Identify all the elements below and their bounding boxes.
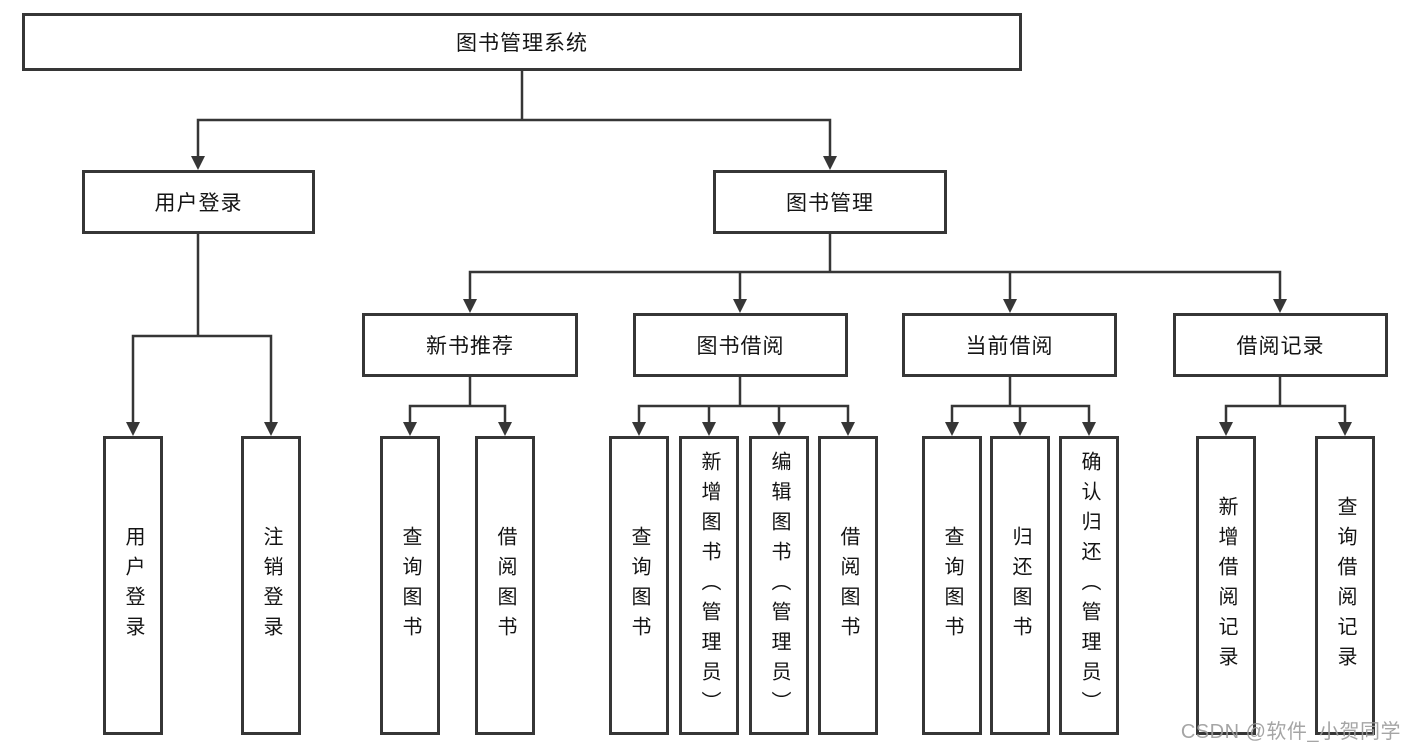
leaf-label: 用户登录 bbox=[122, 525, 144, 646]
node-borrow-records: 借阅记录 bbox=[1173, 313, 1388, 377]
node-label: 图书管理 bbox=[786, 192, 874, 215]
leaf-label: 新增借阅记录 bbox=[1215, 495, 1237, 676]
node-book-borrow: 图书借阅 bbox=[633, 313, 848, 377]
node-library-system: 图书管理系统 bbox=[22, 13, 1022, 71]
leaf-label: 查询借阅记录 bbox=[1334, 495, 1356, 676]
node-current-borrow: 当前借阅 bbox=[902, 313, 1117, 377]
leaf-logout: 注销登录 bbox=[241, 436, 301, 735]
csdn-watermark: CSDN @软件_小贺同学 bbox=[1180, 721, 1401, 743]
node-label: 新书推荐 bbox=[426, 335, 514, 358]
node-label: 借阅记录 bbox=[1236, 335, 1325, 358]
leaf-label: 借阅图书 bbox=[837, 525, 859, 646]
leaf-add-books-admin: 新增图书（管理员） bbox=[679, 436, 739, 735]
leaf-label: 归还图书 bbox=[1009, 525, 1031, 646]
leaf-label: 编辑图书（管理员） bbox=[768, 450, 790, 721]
leaf-add-borrow-record: 新增借阅记录 bbox=[1196, 436, 1256, 735]
leaf-label: 借阅图书 bbox=[494, 525, 516, 646]
leaf-label: 注销登录 bbox=[260, 525, 282, 646]
node-user-login: 用户登录 bbox=[82, 170, 315, 234]
node-new-book-recommend: 新书推荐 bbox=[362, 313, 578, 377]
leaf-edit-books-admin: 编辑图书（管理员） bbox=[749, 436, 809, 735]
node-book-management: 图书管理 bbox=[713, 170, 947, 234]
leaf-query-books: 查询图书 bbox=[380, 436, 440, 735]
node-label: 当前借阅 bbox=[965, 335, 1054, 358]
node-label: 用户登录 bbox=[154, 192, 243, 215]
leaf-query-borrow-record: 查询借阅记录 bbox=[1315, 436, 1375, 735]
leaf-label: 查询图书 bbox=[941, 525, 963, 646]
leaf-borrow-books: 借阅图书 bbox=[818, 436, 878, 735]
leaf-confirm-return-admin: 确认归还（管理员） bbox=[1059, 436, 1119, 735]
node-label: 图书借阅 bbox=[696, 335, 785, 358]
leaf-return-books: 归还图书 bbox=[990, 436, 1050, 735]
leaf-label: 查询图书 bbox=[628, 525, 650, 646]
leaf-borrow-books: 借阅图书 bbox=[475, 436, 535, 735]
leaf-label: 查询图书 bbox=[399, 525, 421, 646]
leaf-label: 确认归还（管理员） bbox=[1078, 450, 1100, 721]
node-label: 图书管理系统 bbox=[456, 32, 588, 55]
leaf-user-login: 用户登录 bbox=[103, 436, 163, 735]
leaf-label: 新增图书（管理员） bbox=[698, 450, 720, 721]
leaf-query-books: 查询图书 bbox=[609, 436, 669, 735]
leaf-query-books: 查询图书 bbox=[922, 436, 982, 735]
